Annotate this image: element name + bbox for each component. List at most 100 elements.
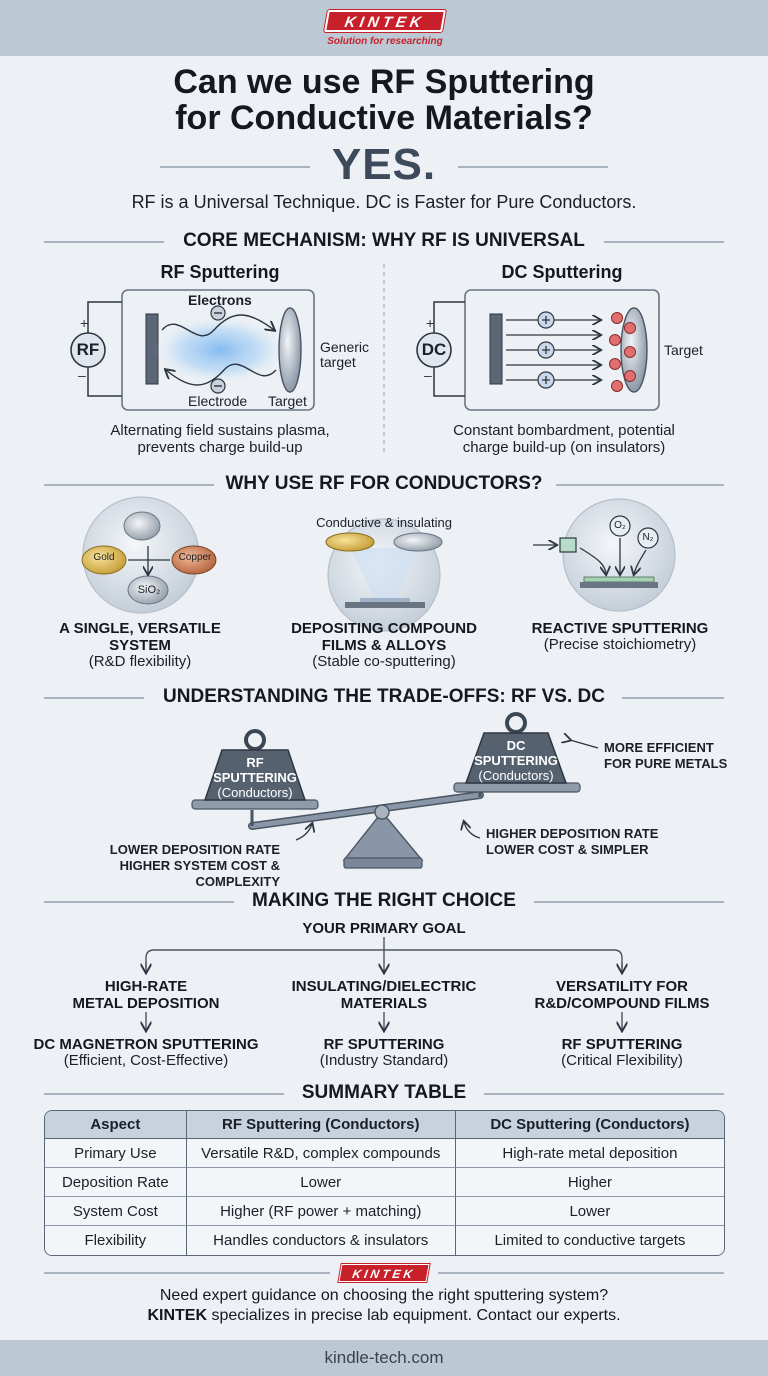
table-cell: System Cost [45,1197,187,1226]
svg-text:–: – [424,367,432,383]
logo-tagline: Solution for researching [327,36,443,47]
rf-title: RF Sputtering [160,262,280,282]
table-header-row: Aspect RF Sputtering (Conductors) DC Spu… [45,1111,724,1139]
divider [458,166,608,168]
divider [622,697,724,699]
summary-table: Aspect RF Sputtering (Conductors) DC Spu… [44,1110,725,1256]
divider [160,166,310,168]
table-cell: Handles conductors & insulators [186,1226,456,1255]
table-cell: Lower [186,1168,456,1197]
conductive-insulating-label: Conductive & insulating [316,515,452,530]
footer-url[interactable]: kindle-tech.com [0,1340,768,1376]
answer-rf-versatility: RF SPUTTERING [561,1036,683,1053]
table-cell: Limited to conductive targets [455,1226,724,1255]
primary-goal: YOUR PRIMARY GOAL [302,920,466,937]
divider [438,1272,724,1274]
divider [44,241,164,243]
table-cell: Flexibility [45,1226,187,1255]
balance-scale [191,712,599,869]
footer-line1: Need expert guidance on choosing the rig… [159,1287,609,1304]
rf-diagram: + – [70,289,315,411]
table-cell: High-rate metal deposition [455,1139,724,1168]
compound-films-illustration [325,518,443,632]
gold-label: Gold [93,552,115,563]
n2-label: N₂ [642,532,654,543]
section-heading-tradeoffs: UNDERSTANDING THE TRADE-OFFS: RF VS. DC [163,686,605,707]
dc-diagram: + – [416,289,660,411]
divider [44,901,234,903]
note-rf-insulating: (Industry Standard) [319,1052,449,1069]
section-heading-why: WHY USE RF FOR CONDUCTORS? [225,473,543,494]
table-cell: Higher (RF power + matching) [186,1197,456,1226]
dc-target-label: Target [664,342,703,358]
table-row: Flexibility Handles conductors & insulat… [45,1226,724,1255]
section-heading-mechanism: CORE MECHANISM: WHY RF IS UNIVERSAL [183,230,585,251]
divider [484,1093,724,1095]
page-title: Can we use RF Sputtering for Conductive … [173,63,595,137]
table-cell: Deposition Rate [45,1168,187,1197]
rf-caption: Alternating field sustains plasma,preven… [110,422,330,456]
generic-target-label: Generic target [320,339,370,370]
table-header-cell: Aspect [45,1111,187,1139]
card-title-reactive: REACTIVE SPUTTERING [531,620,709,637]
divider [44,484,214,486]
divider [44,1272,330,1274]
table-row: Deposition Rate Lower Higher [45,1168,724,1197]
card-sub-reactive: (Precise stoichiometry) [543,636,697,653]
divider [44,1093,284,1095]
section-heading-summary: SUMMARY TABLE [301,1082,467,1103]
o2-label: O₂ [614,520,626,531]
note-rf-versatility: (Critical Flexibility) [561,1052,683,1069]
svg-text:+: + [80,315,88,331]
divider [44,697,144,699]
card-sub-versatile: (R&D flexibility) [88,653,192,670]
table-header-cell: DC Sputtering (Conductors) [455,1111,724,1139]
svg-text:+: + [426,315,434,331]
reactive-sputtering-illustration [533,498,676,612]
section-heading-choice: MAKING THE RIGHT CHOICE [252,890,516,911]
answer-rf-insulating: RF SPUTTERING [323,1036,445,1053]
table-header-cell: RF Sputtering (Conductors) [186,1111,456,1139]
decision-tree-lines [146,937,622,1030]
table-cell: Higher [455,1168,724,1197]
table-cell: Primary Use [45,1139,187,1168]
answer-dc-magnetron: DC MAGNETRON SPUTTERING [33,1036,259,1053]
table-cell: Lower [455,1197,724,1226]
footer-line2-text: specializes in precise lab equipment. Co… [207,1307,621,1324]
note-dc-magnetron: (Efficient, Cost-Effective) [63,1052,229,1069]
divider [556,484,724,486]
table-row: System Cost Higher (RF power + matching)… [45,1197,724,1226]
copper-label: Copper [178,552,212,563]
table-cell: Versatile R&D, complex compounds [186,1139,456,1168]
versatile-system-illustration [81,496,217,614]
rf-source-label: RF [76,340,100,359]
table-row: Primary Use Versatile R&D, complex compo… [45,1139,724,1168]
footer-brand: KINTEK [147,1307,207,1324]
svg-text:–: – [78,367,86,383]
electrode-label: Electrode [188,393,248,409]
dc-source-label: DC [421,340,447,359]
subtitle: RF is a Universal Technique. DC is Faste… [131,192,637,212]
dc-title: DC Sputtering [501,262,623,282]
target-label: Target [268,393,307,409]
footer-kintek-logo[interactable]: KINTEK [338,1264,430,1282]
card-sub-compound: (Stable co-sputtering) [312,653,456,670]
divider [604,241,724,243]
sio2-label: SiO₂ [137,584,161,596]
divider [534,901,724,903]
electrons-label: Electrons [188,292,252,308]
footer-line2: KINTEK specializes in precise lab equipm… [0,1307,768,1325]
answer-yes: YES. [331,140,437,189]
